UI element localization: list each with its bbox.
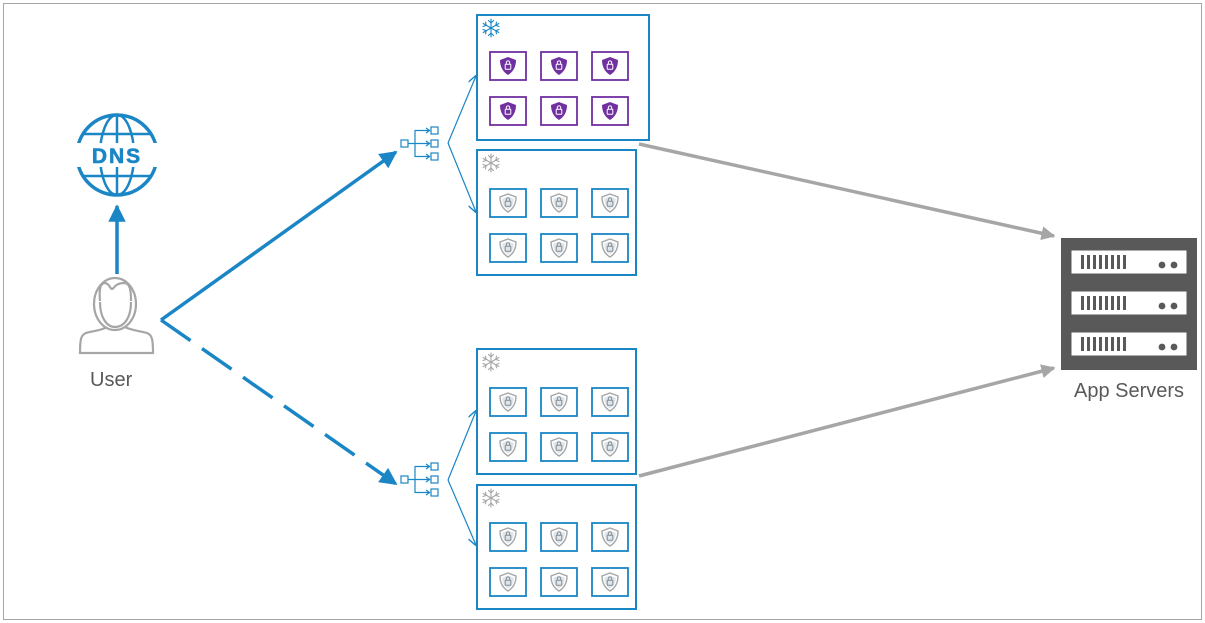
app-servers-label: App Servers bbox=[1074, 380, 1185, 402]
shield-lock-icon bbox=[591, 387, 629, 417]
cluster-group-4 bbox=[476, 484, 637, 610]
load-balancer-icon bbox=[400, 126, 439, 161]
shield-lock-icon bbox=[591, 233, 629, 263]
load-balancer-icon bbox=[400, 462, 439, 497]
shield-lock-icon bbox=[489, 567, 527, 597]
cluster-group-3 bbox=[476, 348, 637, 475]
user-icon bbox=[78, 276, 155, 355]
lb1-to-group2-line bbox=[447, 142, 476, 212]
diagram-frame bbox=[3, 3, 1202, 620]
shield-lock-icon bbox=[489, 96, 527, 126]
shield-lock-icon bbox=[489, 387, 527, 417]
dns-text: DNS bbox=[92, 145, 142, 168]
shield-lock-icon bbox=[540, 387, 578, 417]
cluster-group-2 bbox=[476, 149, 637, 276]
user-label: User bbox=[90, 369, 133, 391]
shield-lock-icon bbox=[540, 432, 578, 462]
shield-lock-icon bbox=[540, 51, 578, 81]
lb2-to-group4-line bbox=[447, 479, 476, 545]
shield-lock-icon bbox=[540, 567, 578, 597]
user-to-secondary-lb-arrow bbox=[159, 318, 398, 486]
shield-lock-icon bbox=[489, 188, 527, 218]
shield-lock-icon bbox=[591, 567, 629, 597]
shield-lock-icon bbox=[591, 51, 629, 81]
shield-lock-icon bbox=[540, 233, 578, 263]
cluster-group-1 bbox=[476, 14, 650, 141]
dns-globe-icon: DNS bbox=[75, 113, 159, 197]
shield-lock-icon bbox=[591, 432, 629, 462]
shield-lock-icon bbox=[591, 96, 629, 126]
shield-lock-icon bbox=[489, 432, 527, 462]
shield-lock-icon bbox=[540, 522, 578, 552]
lb2-to-group3-line bbox=[447, 411, 476, 481]
cluster-to-servers-arrow-bottom bbox=[638, 364, 1056, 478]
shield-lock-icon bbox=[489, 233, 527, 263]
user-to-primary-lb-arrow bbox=[159, 150, 398, 322]
shield-lock-icon bbox=[540, 96, 578, 126]
cluster-to-servers-arrow-top bbox=[638, 142, 1056, 241]
shield-lock-icon bbox=[489, 51, 527, 81]
shield-lock-icon bbox=[489, 522, 527, 552]
shield-lock-icon bbox=[540, 188, 578, 218]
shield-lock-icon bbox=[591, 188, 629, 218]
shield-lock-icon bbox=[591, 522, 629, 552]
server-rack-icon bbox=[1061, 238, 1197, 370]
lb1-to-group1-line bbox=[447, 76, 476, 144]
